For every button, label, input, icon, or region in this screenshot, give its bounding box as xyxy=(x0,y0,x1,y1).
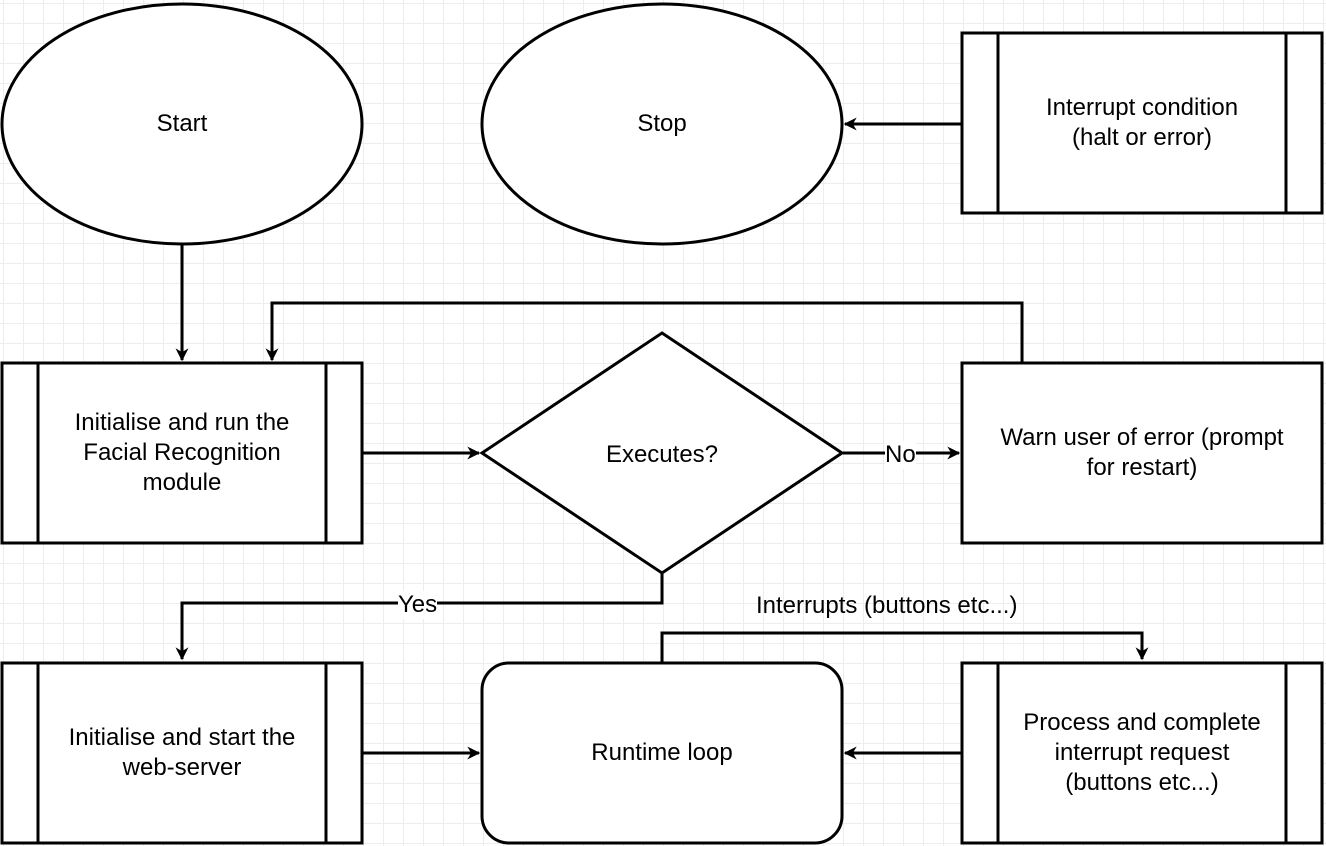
stop-label: Stop xyxy=(637,110,687,137)
init-facial-label: Initialise and run the Facial Recognitio… xyxy=(74,409,290,496)
start-label: Start xyxy=(156,110,208,137)
init-webserver-shape[interactable] xyxy=(0,661,364,845)
edge-label-yes: Yes xyxy=(398,591,438,619)
process-interrupt-shape[interactable] xyxy=(960,661,1324,845)
edge-label-no: No xyxy=(885,441,916,469)
executes-decision-shape[interactable] xyxy=(479,331,845,575)
warn-user-shape[interactable] xyxy=(960,361,1324,545)
edge-warn-to-init-facial xyxy=(265,301,1024,363)
runtime-loop-label: Runtime loop xyxy=(591,739,733,766)
runtime-loop-shape[interactable] xyxy=(480,661,844,845)
process-interrupt-label: Process and complete interrupt request (… xyxy=(1023,709,1261,796)
edge-runtime-to-process-interrupt xyxy=(660,631,1149,663)
interrupt-condition-shape[interactable] xyxy=(960,31,1324,215)
edge-label-interrupts: Interrupts (buttons etc...) xyxy=(756,592,1018,619)
start-shape[interactable] xyxy=(0,2,364,246)
interrupt-condition-label: Interrupt condition (halt or error) xyxy=(1045,94,1239,151)
init-facial-shape[interactable] xyxy=(0,361,364,545)
warn-user-label: Warn user of error (prompt for restart) xyxy=(1000,424,1284,481)
executes-label: Executes? xyxy=(605,441,719,468)
stop-shape[interactable] xyxy=(480,2,844,246)
init-webserver-label: Initialise and start the web-server xyxy=(68,724,296,781)
